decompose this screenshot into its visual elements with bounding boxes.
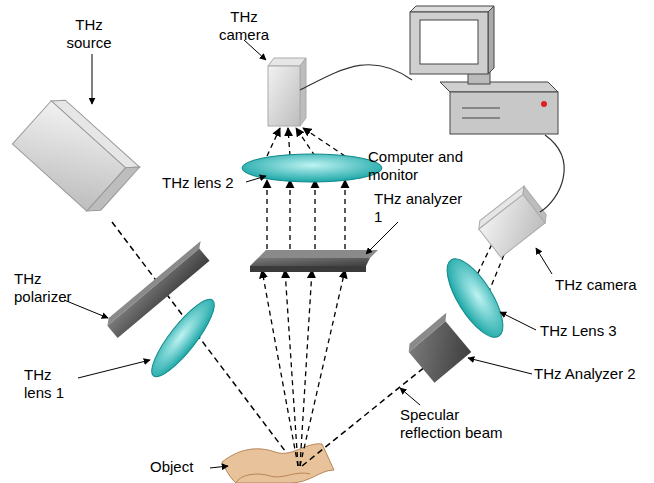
- component-label: THz analyzer 1: [374, 190, 470, 226]
- component-label: THz lens 1: [24, 366, 78, 402]
- component-label: THz polarizer: [14, 270, 84, 306]
- component-label: THz Analyzer 2: [534, 365, 650, 383]
- cable: [300, 65, 412, 90]
- thz-lens: [437, 251, 514, 345]
- thz-source: [12, 93, 139, 217]
- object-texture: [236, 473, 310, 483]
- thz-lens: [242, 154, 382, 182]
- component-label: Computer and monitor: [368, 148, 478, 184]
- component-label: THz Lens 3: [540, 322, 635, 340]
- component-label: THz camera: [555, 276, 650, 294]
- thz-lens: [143, 292, 223, 384]
- cable: [540, 135, 564, 212]
- thz-camera: [475, 186, 550, 257]
- beam-label: Specular reflection beam: [400, 406, 520, 442]
- leader-arrow: [64, 40, 552, 468]
- component-label: THz camera: [214, 8, 274, 44]
- thz-analyzer: [405, 313, 476, 383]
- component-label: THz source: [58, 16, 120, 52]
- component-label: THz lens 2: [162, 174, 250, 192]
- object-label: Object: [150, 458, 210, 476]
- thz-analyzer: [250, 250, 378, 272]
- thz-camera: [268, 58, 306, 126]
- computer-monitor: [410, 6, 558, 134]
- object: [222, 444, 334, 483]
